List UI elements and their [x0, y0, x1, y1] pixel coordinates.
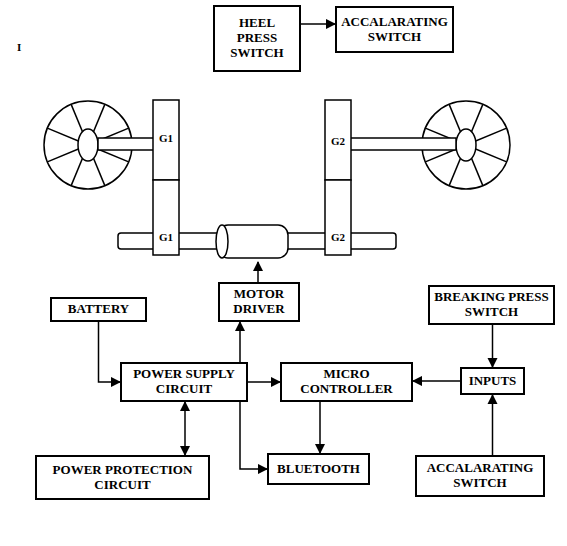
axle [98, 138, 154, 150]
hub [78, 129, 98, 161]
connector-arrow [184, 402, 186, 455]
power-supply-box: POWER SUPPLY CIRCUIT [120, 362, 248, 402]
gear-label: G2 [330, 232, 346, 243]
gear [153, 100, 179, 180]
box-label: ACCALARATING SWITCH [421, 461, 539, 491]
connector-arrow [99, 322, 121, 382]
controller-box: MICRO CONTROLLER [280, 362, 413, 402]
connector-arrow [319, 402, 321, 453]
box-label: BLUETOOTH [277, 462, 360, 477]
motor-end [216, 225, 228, 258]
connector-arrow [239, 322, 241, 362]
driver-box: MOTOR DRIVER [218, 282, 300, 322]
figure-mark: I [16, 42, 22, 53]
connector-arrow [492, 395, 494, 455]
box-label: POWER PROTECTION CIRCUIT [41, 463, 204, 493]
gear [325, 180, 351, 255]
switch-box: HEEL PRESS SWITCH [213, 5, 301, 72]
axle [350, 138, 456, 150]
gear [325, 100, 351, 180]
inputs-box: INPUTS [460, 367, 525, 395]
connector-arrow [248, 381, 280, 383]
connector-arrow [240, 402, 267, 469]
connector-arrow [413, 380, 460, 382]
gear [153, 180, 179, 255]
gear-label: G1 [158, 232, 174, 243]
bluetooth-box: BLUETOOTH [267, 453, 370, 485]
box-label: MOTOR DRIVER [224, 287, 294, 317]
connector-arrow [492, 325, 494, 367]
box-label: BATTERY [68, 302, 129, 317]
switch-box: ACCALARATING SWITCH [415, 455, 545, 497]
box-label: MICRO CONTROLLER [286, 367, 407, 397]
switch-box: BREAKING PRESS SWITCH [428, 285, 555, 325]
protection-box: POWER PROTECTION CIRCUIT [35, 455, 210, 500]
gear-label: G1 [158, 133, 174, 144]
box-label: HEEL PRESS SWITCH [219, 16, 295, 61]
box-label: BREAKING PRESS SWITCH [434, 290, 549, 320]
connector-arrow [301, 23, 335, 25]
hub [456, 129, 476, 161]
box-label: ACCALARATING SWITCH [341, 15, 448, 45]
gear-label: G2 [330, 136, 346, 147]
box-label: INPUTS [469, 374, 517, 389]
drive-arrow [257, 262, 259, 282]
box-label: POWER SUPPLY CIRCUIT [126, 367, 242, 397]
battery-box: BATTERY [50, 297, 147, 322]
switch-box: ACCALARATING SWITCH [335, 6, 454, 53]
